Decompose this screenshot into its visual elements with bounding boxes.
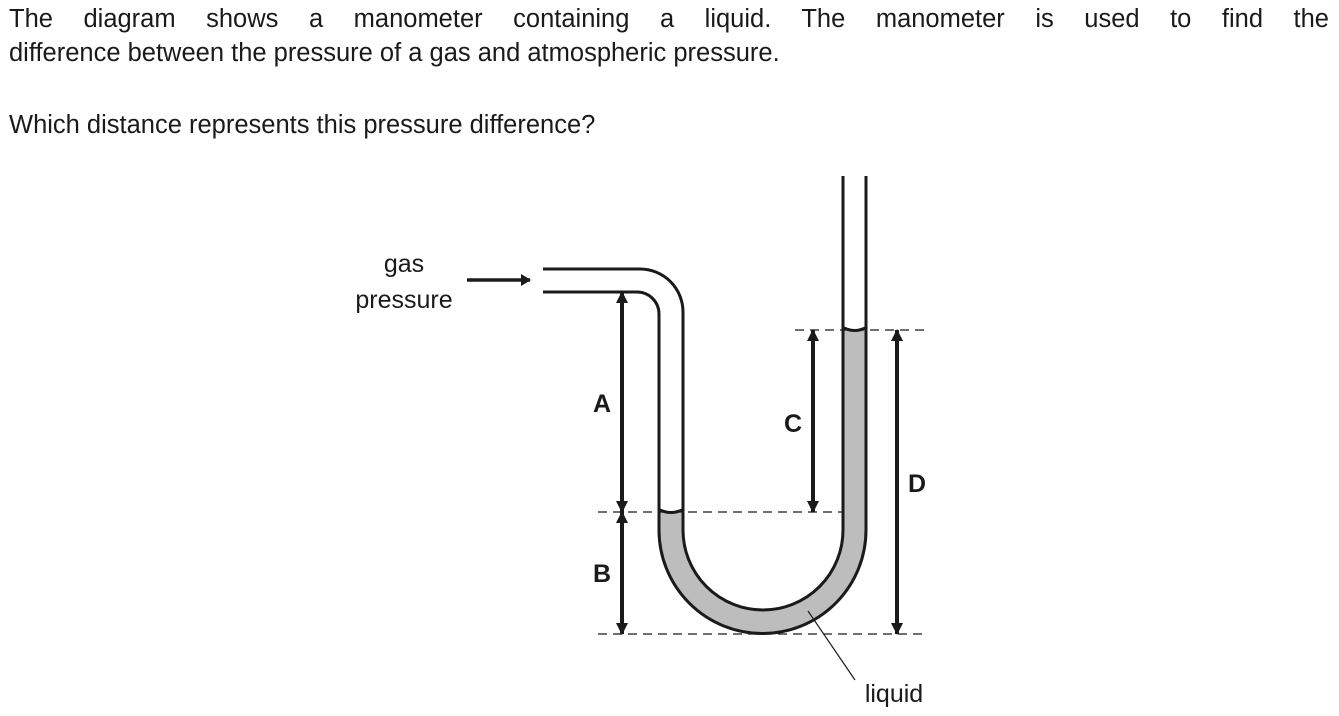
liquid-leader-line xyxy=(807,610,856,681)
liquid-fill xyxy=(659,330,866,634)
question-line-1: The diagram shows a manometer containing… xyxy=(9,5,1329,33)
label-b: B xyxy=(593,560,611,588)
label-c: C xyxy=(784,410,802,438)
question-line-2: difference between the pressure of a gas… xyxy=(9,39,780,67)
pressure-label: pressure xyxy=(355,286,452,314)
liquid-label: liquid xyxy=(865,680,923,708)
question-prompt: Which distance represents this pressure … xyxy=(9,111,596,139)
left-meniscus xyxy=(659,508,683,514)
label-d: D xyxy=(908,470,926,498)
manometer-tube xyxy=(543,176,868,635)
gas-label: gas xyxy=(384,250,424,278)
label-a: A xyxy=(593,390,611,418)
right-meniscus xyxy=(843,326,866,332)
question-intro: The diagram shows a manometer containing… xyxy=(9,2,1329,70)
